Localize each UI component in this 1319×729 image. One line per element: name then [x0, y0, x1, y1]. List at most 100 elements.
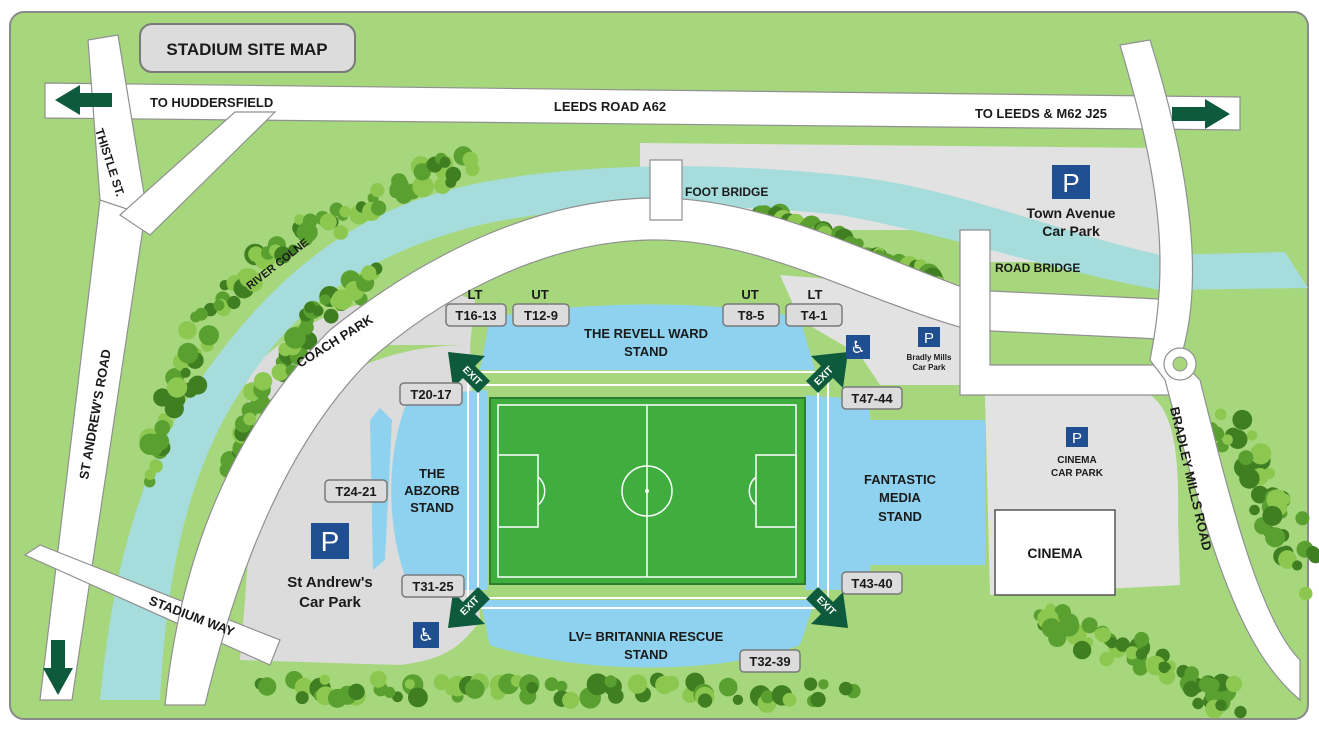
tree-icon [1246, 430, 1258, 441]
turnstile-t24-21: T24-21 [324, 479, 388, 503]
turnstile-label: T32-39 [749, 654, 790, 669]
bradly-mills-parking-icon [918, 327, 940, 347]
tree-icon [408, 687, 428, 708]
turnstile-t43-40: T43-40 [841, 571, 903, 595]
britannia-stand [480, 600, 815, 668]
tree-icon [1298, 586, 1313, 601]
turnstile-t4-1: T4-1 [785, 303, 843, 327]
tree-icon [384, 686, 396, 699]
arrow-down-icon [43, 640, 73, 695]
tree-icon [586, 673, 609, 696]
tree-icon [274, 246, 292, 264]
tree-icon [782, 692, 797, 707]
tree-icon [1058, 615, 1080, 637]
tree-icon [1095, 627, 1111, 643]
tree-icon [462, 151, 479, 168]
tree-icon [178, 321, 197, 340]
tree-icon [544, 677, 559, 692]
tier-label-ut: UT [531, 287, 548, 302]
tree-icon [1228, 429, 1248, 449]
tree-icon [698, 693, 713, 708]
abzorb-stand-label-2: ABZORB [404, 483, 460, 498]
tree-icon [166, 377, 188, 398]
tree-icon [257, 677, 277, 696]
tree-icon [1135, 648, 1148, 660]
tree-icon [154, 420, 171, 436]
st-andrews-parking-icon [311, 523, 349, 559]
tree-icon [1234, 705, 1247, 719]
fantastic-stand-label-3: STAND [878, 509, 922, 524]
turnstile-t8-5: T8-5 [722, 303, 780, 327]
bradly-mills-label-2: Car Park [913, 363, 946, 372]
cinema-carpark-label-2: CAR PARK [1051, 468, 1104, 479]
tree-icon [1292, 560, 1303, 571]
tier-label-lt-2: LT [808, 287, 823, 302]
turnstile-t31-25: T31-25 [401, 574, 465, 598]
exit-markers [448, 352, 848, 628]
roof-trusses [467, 371, 829, 609]
cinema-label: CINEMA [1027, 545, 1082, 561]
tree-icon [1099, 651, 1114, 667]
accessible-icon: ♿ [850, 338, 865, 358]
st-andrews-parking-symbol: P [321, 526, 340, 557]
tree-icon [1232, 409, 1253, 430]
tree-icon [195, 307, 208, 321]
tree-icon [248, 246, 264, 262]
tree-icon [1225, 675, 1243, 693]
tree-icon [1265, 527, 1286, 548]
tree-icon [1115, 637, 1130, 652]
arrow-right-icon [1172, 99, 1230, 129]
bradley-mills-road [1119, 39, 1301, 702]
tree-icon [810, 691, 826, 708]
tree-icon [312, 305, 324, 317]
exit-arrow-icon [448, 587, 490, 628]
cinema-carpark-label: CINEMA [1057, 455, 1096, 466]
tree-icon [1132, 660, 1148, 676]
title-box [139, 23, 356, 73]
tier-label-ut-2: UT [741, 287, 758, 302]
exit-arrow-icon [448, 352, 490, 393]
tree-icon [1192, 697, 1204, 710]
accessible-parking-icon [846, 335, 870, 359]
tree-icon [412, 175, 434, 198]
tree-icon [1263, 467, 1276, 480]
tree-icon [1222, 434, 1233, 446]
tree-icon [465, 679, 485, 699]
bradly-mills-label: Bradly Mills [907, 353, 952, 362]
tree-icon [732, 694, 744, 705]
abzorb-stand-label: THE [419, 466, 445, 481]
tree-icon [562, 691, 580, 709]
leeds-road [44, 82, 1241, 131]
tree-icon [319, 213, 337, 231]
tree-icon [339, 205, 352, 218]
tree-icon [1158, 661, 1170, 674]
tree-icon [319, 674, 330, 685]
exit-arrow-icon [806, 587, 848, 628]
turnstile-label: T31-25 [412, 579, 453, 594]
tree-icon [439, 156, 451, 168]
tree-icon [255, 397, 266, 408]
tree-icon [1072, 640, 1092, 660]
tree-icon [361, 265, 377, 281]
tree-icon [294, 214, 305, 226]
britannia-stand-label: LV= BRITANNIA RESCUE [569, 629, 724, 644]
pitch [489, 397, 806, 585]
abzorb-stand [391, 390, 488, 590]
turnstile-label: T4-1 [801, 308, 828, 323]
turnstile-label: T20-17 [410, 387, 451, 402]
cinema-building [994, 509, 1116, 596]
tree-icon [1134, 631, 1150, 647]
tree-icon [177, 342, 199, 364]
town-avenue-parking-icon [1052, 165, 1090, 199]
tree-icon [608, 688, 624, 704]
town-avenue-parking-symbol: P [1062, 168, 1079, 198]
tree-icon [198, 325, 219, 346]
roundabout-island [1172, 356, 1188, 372]
foot-bridge-label: FOOT BRIDGE [685, 185, 768, 199]
abzorb-stand-label-3: STAND [410, 500, 454, 515]
turnstile-t12-9: T12-9 [512, 303, 570, 327]
tree-icon [188, 375, 208, 395]
tree-icon [369, 670, 387, 688]
turnstile-label: T47-44 [851, 391, 893, 406]
